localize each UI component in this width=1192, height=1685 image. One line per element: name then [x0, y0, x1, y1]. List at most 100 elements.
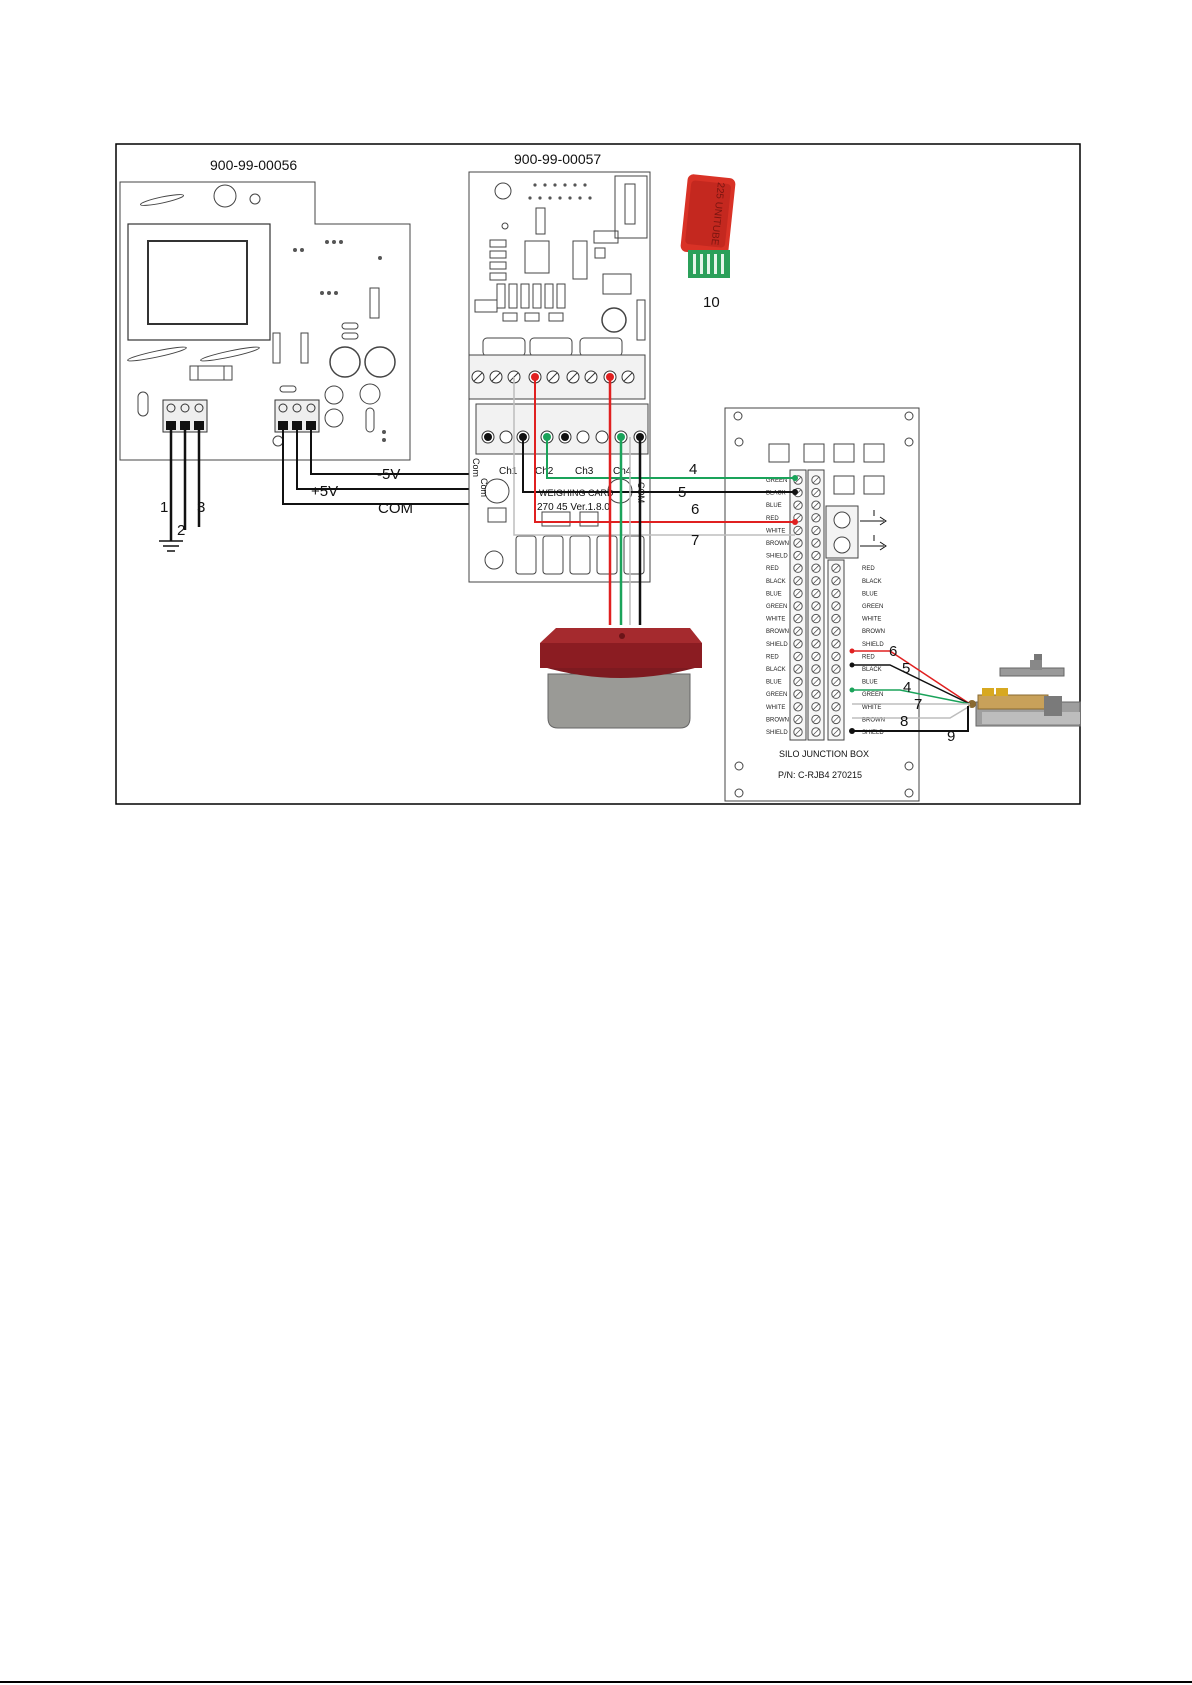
jb-right-terminal-label: BLACK	[862, 579, 882, 585]
wire-number-brown: 8	[900, 713, 908, 730]
jb-left-terminal-label: GREEN	[766, 478, 787, 484]
terminal-screw-slot	[812, 728, 820, 736]
channel-label-2: Ch2	[535, 466, 554, 477]
minus5v-label: -5V	[377, 466, 400, 483]
terminal-screw-slot	[832, 678, 840, 685]
junction-box-part-number: P/N: C-RJB4 270215	[778, 770, 862, 780]
jb-right-terminal-label: RED	[862, 654, 875, 660]
terminal-screw-slot	[832, 728, 840, 736]
jb-left-terminal-label: GREEN	[766, 692, 787, 698]
jb-right-terminal-label: GREEN	[862, 692, 883, 698]
terminal-screw-slot	[794, 564, 802, 572]
terminal-screw-slot	[794, 678, 802, 685]
jb-right-terminal-label: BLUE	[862, 680, 878, 686]
terminal-screw-slot	[794, 690, 802, 698]
jb-right-terminal-label: SHIELD	[862, 642, 884, 648]
terminal-screw-slot	[812, 489, 820, 496]
terminal-screw-slot	[794, 665, 802, 673]
jb-right-terminal-label: BROWN	[862, 717, 885, 723]
channel-label-4: Ch4	[613, 466, 632, 477]
loadcell-weight-icon	[540, 628, 702, 729]
terminal-screw-slot	[794, 615, 802, 622]
jb-left-terminal-label: BROWN	[766, 717, 789, 723]
jb-right-terminal-label: BROWN	[862, 629, 885, 635]
junction-box-title: SILO JUNCTION BOX	[779, 749, 869, 759]
ground-icon	[159, 540, 183, 552]
mains-wires	[169, 425, 201, 541]
power-board-part-number: 900-99-00056	[210, 157, 297, 173]
terminal-screw-slot	[794, 728, 802, 736]
jb-right-terminal-label: BLUE	[862, 591, 878, 597]
terminal-screw-slot	[832, 690, 840, 698]
jb-left-terminal-label: SHIELD	[766, 642, 788, 648]
terminal-screw-slot	[794, 602, 802, 610]
shear-beam-loadcell-icon	[968, 654, 1081, 727]
terminal-screw-slot	[832, 590, 840, 597]
terminal-screw-slot	[794, 501, 802, 509]
terminal-screw-slot	[832, 703, 840, 711]
terminal-screw-slot	[832, 665, 840, 673]
jb-left-terminal-label: GREEN	[766, 604, 787, 610]
terminal-screw-slot	[812, 501, 820, 509]
wire-number-black-right: 5	[902, 660, 910, 677]
mains-wire-number-1: 1	[160, 499, 168, 516]
terminal-screw-slot	[812, 640, 820, 648]
adjustment-potentiometers	[825, 505, 887, 559]
terminal-screw-slot	[812, 665, 820, 673]
terminal-screw-slot	[794, 577, 802, 585]
wire-number-green-right: 4	[903, 679, 911, 696]
fuse	[189, 365, 233, 381]
terminal-screw-slot	[794, 539, 802, 547]
wire-number-red-left: 6	[691, 501, 699, 518]
jb-left-terminal-label: RED	[766, 566, 779, 572]
plus5v-label: +5V	[311, 483, 338, 500]
jb-left-terminal-label: BLACK	[766, 491, 786, 497]
power-board	[119, 181, 411, 461]
jb-left-terminal-label: BLUE	[766, 591, 782, 597]
page-bottom-rule	[0, 1681, 1192, 1683]
mains-wire-number-2: 2	[177, 522, 185, 539]
terminal-screw-slot	[794, 653, 802, 660]
jb-left-terminal-label: BLACK	[766, 667, 786, 673]
jb-left-terminal-label: WHITE	[766, 705, 785, 711]
com-pin-label-1: Com	[471, 458, 481, 477]
terminal-screw-slot	[794, 716, 802, 723]
channel-label-3: Ch3	[575, 466, 594, 477]
card-version: 270 45 Ver.1.8.0	[537, 502, 610, 513]
transformer	[127, 223, 271, 341]
jb-right-terminal-label: GREEN	[862, 604, 883, 610]
loadcell-wires	[852, 650, 971, 732]
jb-right-terminal-label: WHITE	[862, 617, 881, 623]
terminal-screw-slot	[832, 640, 840, 648]
terminal-screw-slot	[812, 564, 820, 572]
jb-right-terminal-label: WHITE	[862, 705, 881, 711]
terminal-screw-slot	[794, 552, 802, 559]
terminal-screw-slot	[832, 564, 840, 572]
terminal-screw-slot	[812, 627, 820, 635]
terminal-screw-slot	[832, 602, 840, 610]
terminal-screw-slot	[812, 716, 820, 723]
wire-number-shield: 9	[947, 728, 955, 745]
signal-wires	[513, 377, 795, 625]
terminal-screw-slot	[794, 640, 802, 648]
jb-left-terminal-label: BLUE	[766, 503, 782, 509]
jb-left-terminal-label: BLACK	[766, 579, 786, 585]
mains-wire-number-3: 3	[197, 499, 205, 516]
channel-label-1: Ch1	[499, 466, 518, 477]
terminal-screw-slot	[832, 716, 840, 723]
terminal-screws	[793, 475, 841, 737]
com-pin-label-2: Com	[479, 478, 489, 497]
jb-right-terminal-label: SHIELD	[862, 730, 884, 736]
wire-number-white-right: 7	[914, 696, 922, 713]
terminal-screw-slot	[794, 476, 802, 484]
jb-left-terminal-label: BROWN	[766, 541, 789, 547]
com-label: COM	[378, 500, 413, 517]
terminal-screw-slot	[812, 690, 820, 698]
terminal-screw-slot	[812, 615, 820, 622]
terminal-screw-slot	[832, 627, 840, 635]
jb-left-terminal-label: SHIELD	[766, 554, 788, 560]
terminal-screw-slot	[812, 590, 820, 597]
jb-left-terminal-label: SHIELD	[766, 730, 788, 736]
jb-left-terminal-label: BROWN	[766, 629, 789, 635]
